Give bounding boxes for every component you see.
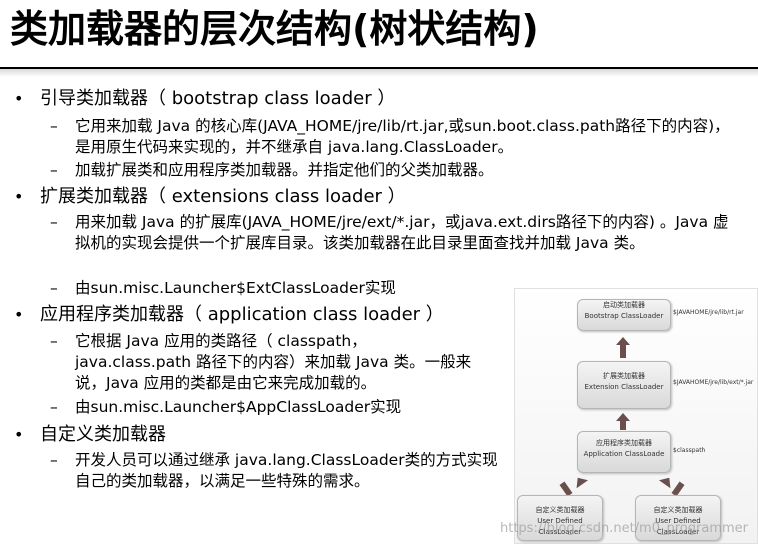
bullet-dot-icon: • (14, 187, 24, 206)
dash-icon: – (50, 451, 58, 469)
arrow-up-icon (616, 413, 630, 421)
sub-bullet-text: 用来加载 Java 的扩展库(JAVA_HOME/jre/ext/*.jar，或… (75, 213, 729, 252)
box-label-en: User Defined ClassLoader (655, 517, 701, 536)
dash-icon: – (50, 213, 58, 231)
sub-bullet: – 加载扩展类和应用程序类加载器。并指定他们的父类加载器。 (50, 160, 740, 181)
application-path: $classpath (673, 447, 706, 454)
extension-classloader-box: 扩展类加载器 Extension ClassLoader (577, 361, 671, 409)
box-label-en: Bootstrap ClassLoader (584, 312, 664, 320)
bullet-extensions: • 扩展类加载器（ extensions class loader ） (14, 186, 406, 208)
sub-bullet-text: 它用来加载 Java 的核心库(JAVA_HOME/jre/lib/rt.jar… (75, 117, 730, 156)
box-label-cn: 启动类加载器 (603, 301, 645, 309)
title-shadow (0, 69, 758, 77)
dash-icon: – (50, 117, 58, 135)
sub-bullet-text: 由sun.misc.Launcher$ExtClassLoader实现 (75, 279, 396, 297)
bullet-heading: 自定义类加载器 (40, 424, 166, 445)
sub-bullet-text: 它根据 Java 应用的类路径（ classpath，java.class.pa… (75, 332, 472, 392)
custom-classloader-box: 自定义类加载器 User Defined ClassLoader (635, 495, 721, 541)
sub-bullet: – 它用来加载 Java 的核心库(JAVA_HOME/jre/lib/rt.j… (50, 116, 740, 158)
extension-path: $JAVAHOME/jre/lib/ext/*.jar (673, 379, 754, 386)
bootstrap-path: $JAVAHOME/jre/lib/rt.jar (673, 309, 744, 316)
title-divider (0, 67, 758, 69)
bullet-heading: 引导类加载器（ bootstrap class loader ） (40, 88, 396, 109)
bullet-application: • 应用程序类加载器（ application class loader ） (14, 304, 444, 326)
bullet-heading: 扩展类加载器（ extensions class loader ） (40, 186, 406, 207)
classloader-hierarchy-diagram: 启动类加载器 Bootstrap ClassLoader $JAVAHOME/j… (514, 288, 758, 544)
arrow-up-icon (658, 473, 676, 489)
sub-bullet: – 开发人员可以通过继承 java.lang.ClassLoader类的方式实现… (50, 450, 500, 492)
box-label-en: Extension ClassLoader (584, 383, 664, 391)
sub-bullet-text: 开发人员可以通过继承 java.lang.ClassLoader类的方式实现自己… (75, 451, 498, 490)
sub-bullet: – 用来加载 Java 的扩展库(JAVA_HOME/jre/ext/*.jar… (50, 212, 740, 254)
dash-icon: – (50, 398, 58, 416)
bullet-bootstrap: • 引导类加载器（ bootstrap class loader ） (14, 88, 395, 110)
application-classloader-box: 应用程序类加载器 Application ClassLoade (577, 431, 671, 473)
slide-title: 类加载器的层次结构(树状结构) (10, 7, 539, 51)
bullet-dot-icon: • (14, 425, 24, 444)
box-label-cn: 自定义类加载器 (535, 506, 585, 514)
arrow-shaft (620, 420, 626, 430)
box-label-en: User Defined ClassLoader (537, 517, 583, 536)
bullet-dot-icon: • (14, 89, 24, 108)
box-label-cn: 应用程序类加载器 (596, 439, 652, 447)
bullet-custom: • 自定义类加载器 (14, 424, 166, 446)
sub-bullet: – 它根据 Java 应用的类路径（ classpath，java.class.… (50, 331, 480, 394)
sub-bullet-text: 由sun.misc.Launcher$AppClassLoader实现 (75, 398, 402, 416)
watermark: https://blog.csdn.net/m0_programmer (500, 521, 748, 536)
dash-icon: – (50, 279, 58, 297)
arrow-up-icon (571, 473, 589, 489)
dash-icon: – (50, 332, 58, 350)
sub-bullet: – 由sun.misc.Launcher$AppClassLoader实现 (50, 397, 480, 418)
sub-bullet: – 由sun.misc.Launcher$ExtClassLoader实现 (50, 278, 740, 299)
custom-classloader-box: 自定义类加载器 User Defined ClassLoader (517, 495, 603, 541)
dash-icon: – (50, 161, 58, 179)
box-label-cn: 扩展类加载器 (603, 372, 645, 380)
sub-bullet-text: 加载扩展类和应用程序类加载器。并指定他们的父类加载器。 (75, 161, 494, 179)
arrow-shaft (620, 344, 626, 358)
arrow-up-icon (616, 337, 630, 345)
bootstrap-classloader-box: 启动类加载器 Bootstrap ClassLoader (577, 299, 671, 331)
bullet-heading: 应用程序类加载器（ application class loader ） (40, 304, 444, 325)
box-label-en: Application ClassLoade (583, 450, 665, 458)
bullet-dot-icon: • (14, 305, 24, 324)
box-label-cn: 自定义类加载器 (653, 506, 703, 514)
